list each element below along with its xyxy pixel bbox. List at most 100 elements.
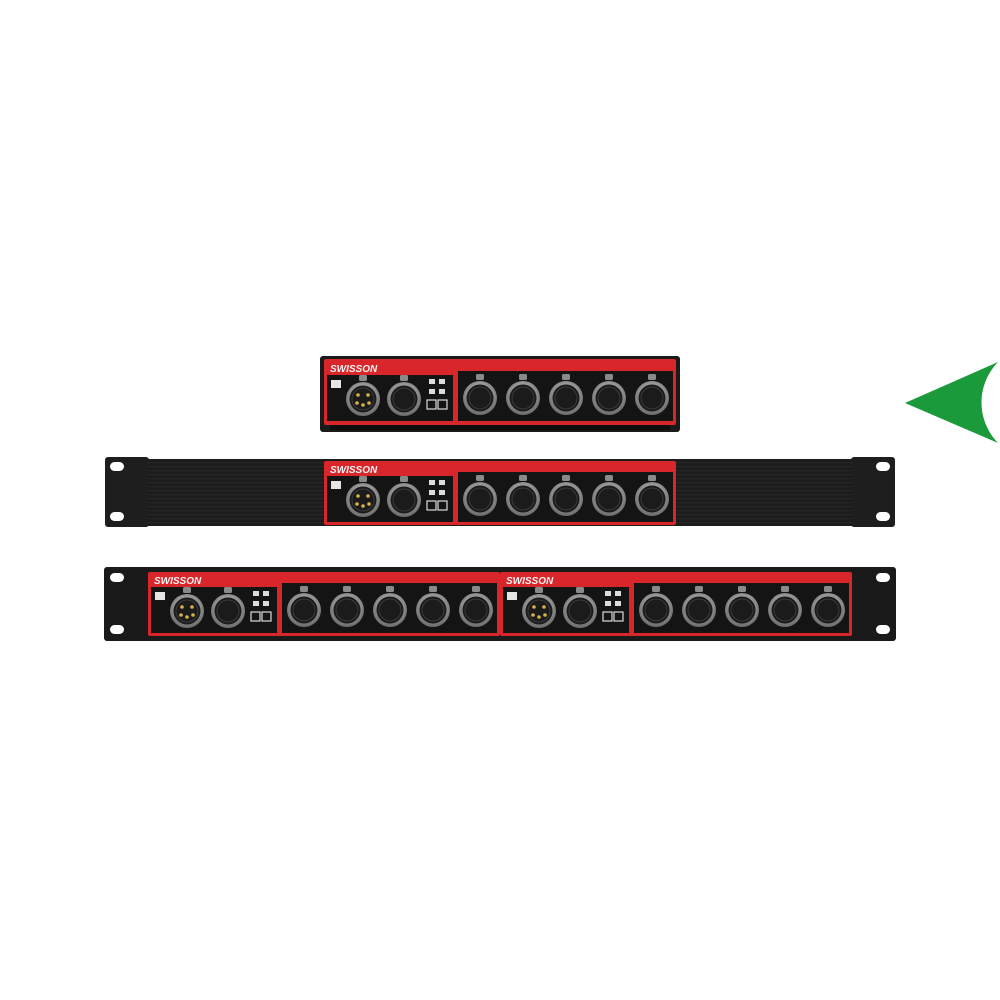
rack-hole xyxy=(110,512,124,521)
brand-label: SWISSON xyxy=(330,465,378,476)
xlr-pin xyxy=(190,605,194,609)
xlr-output-body xyxy=(771,596,799,624)
label-plate xyxy=(331,481,341,489)
rack-hole xyxy=(110,462,124,471)
status-led xyxy=(605,601,611,606)
xlr-input-male-latch xyxy=(183,587,191,593)
rack-ear-right xyxy=(851,457,895,527)
xlr-pin xyxy=(191,613,195,617)
xlr-output-rim xyxy=(464,598,488,622)
xlr-pin xyxy=(531,613,535,617)
xlr-output-latch xyxy=(429,586,437,592)
xlr-pin xyxy=(361,403,365,407)
xlr-output-body xyxy=(814,596,842,624)
xlr-output-latch xyxy=(605,374,613,380)
xlr-output-latch xyxy=(476,475,484,481)
xlr-output-rim xyxy=(468,487,492,511)
xlr-input-female-body xyxy=(390,486,418,514)
xlr-module: SWISSON xyxy=(503,576,849,633)
xlr-module: SWISSON xyxy=(327,465,673,522)
xlr-pin xyxy=(366,393,370,397)
xlr-input-female-rim xyxy=(392,488,416,512)
xlr-pin xyxy=(361,504,365,508)
xlr-output-body xyxy=(595,384,623,412)
xlr-output-body xyxy=(466,384,494,412)
brand-label: SWISSON xyxy=(506,576,554,587)
xlr-pin xyxy=(179,613,183,617)
xlr-output-body xyxy=(466,485,494,513)
push-button xyxy=(261,611,272,622)
xlr-output-latch xyxy=(519,374,527,380)
xlr-input-male-body xyxy=(349,486,377,514)
xlr-output-rim xyxy=(292,598,316,622)
xlr-input-female-latch xyxy=(576,587,584,593)
xlr-output-rim xyxy=(335,598,359,622)
xlr-output-latch xyxy=(824,586,832,592)
rack-hole xyxy=(876,462,890,471)
xlr-output-rim xyxy=(816,598,840,622)
xlr-module: SWISSON xyxy=(327,364,673,421)
rack-unit-dual: SWISSON SWISSON xyxy=(104,567,896,641)
xlr-output-body xyxy=(638,485,666,513)
xlr-output-rim xyxy=(644,598,668,622)
rack-hole xyxy=(876,573,890,582)
xlr-input-female-body xyxy=(566,597,594,625)
xlr-pin xyxy=(543,613,547,617)
xlr-pin xyxy=(355,401,359,405)
xlr-output-rim xyxy=(421,598,445,622)
xlr-pin xyxy=(537,615,541,619)
status-led xyxy=(263,591,269,596)
arrow-left-icon xyxy=(905,362,998,443)
xlr-output-rim xyxy=(597,386,621,410)
rack-hole xyxy=(110,573,124,582)
xlr-output-body xyxy=(509,384,537,412)
xlr-output-rim xyxy=(378,598,402,622)
xlr-pin xyxy=(367,401,371,405)
rack-hole xyxy=(110,625,124,634)
status-led xyxy=(439,490,445,495)
xlr-output-latch xyxy=(781,586,789,592)
xlr-input-male-rim xyxy=(351,387,375,411)
xlr-input-female-latch xyxy=(400,375,408,381)
xlr-pin xyxy=(367,502,371,506)
xlr-input-female-rim xyxy=(568,599,592,623)
xlr-output-body xyxy=(376,596,404,624)
status-led xyxy=(429,490,435,495)
push-button xyxy=(437,399,448,410)
xlr-output-rim xyxy=(468,386,492,410)
status-led xyxy=(439,389,445,394)
push-button xyxy=(613,611,624,622)
status-led xyxy=(605,591,611,596)
status-led xyxy=(615,601,621,606)
rack-ear-left xyxy=(105,457,149,527)
xlr-output-latch xyxy=(648,475,656,481)
push-button xyxy=(426,399,437,410)
xlr-output-latch xyxy=(648,374,656,380)
xlr-output-rim xyxy=(640,487,664,511)
xlr-output-rim xyxy=(730,598,754,622)
label-plate xyxy=(155,592,165,600)
xlr-output-latch xyxy=(300,586,308,592)
xlr-output-body xyxy=(419,596,447,624)
status-led xyxy=(429,379,435,384)
xlr-input-female-body xyxy=(390,385,418,413)
xlr-input-male-rim xyxy=(175,599,199,623)
push-button xyxy=(250,611,261,622)
xlr-pin xyxy=(542,605,546,609)
xlr-input-male-body xyxy=(173,597,201,625)
xlr-output-rim xyxy=(597,487,621,511)
xlr-pin xyxy=(532,605,536,609)
xlr-pin xyxy=(356,494,360,498)
xlr-input-female-body xyxy=(214,597,242,625)
label-plate xyxy=(331,380,341,388)
xlr-output-latch xyxy=(562,475,570,481)
xlr-pin xyxy=(355,502,359,506)
xlr-input-male-latch xyxy=(359,375,367,381)
xlr-output-latch xyxy=(519,475,527,481)
status-led xyxy=(429,480,435,485)
status-led xyxy=(439,379,445,384)
xlr-output-body xyxy=(509,485,537,513)
xlr-output-latch xyxy=(652,586,660,592)
status-led xyxy=(615,591,621,596)
